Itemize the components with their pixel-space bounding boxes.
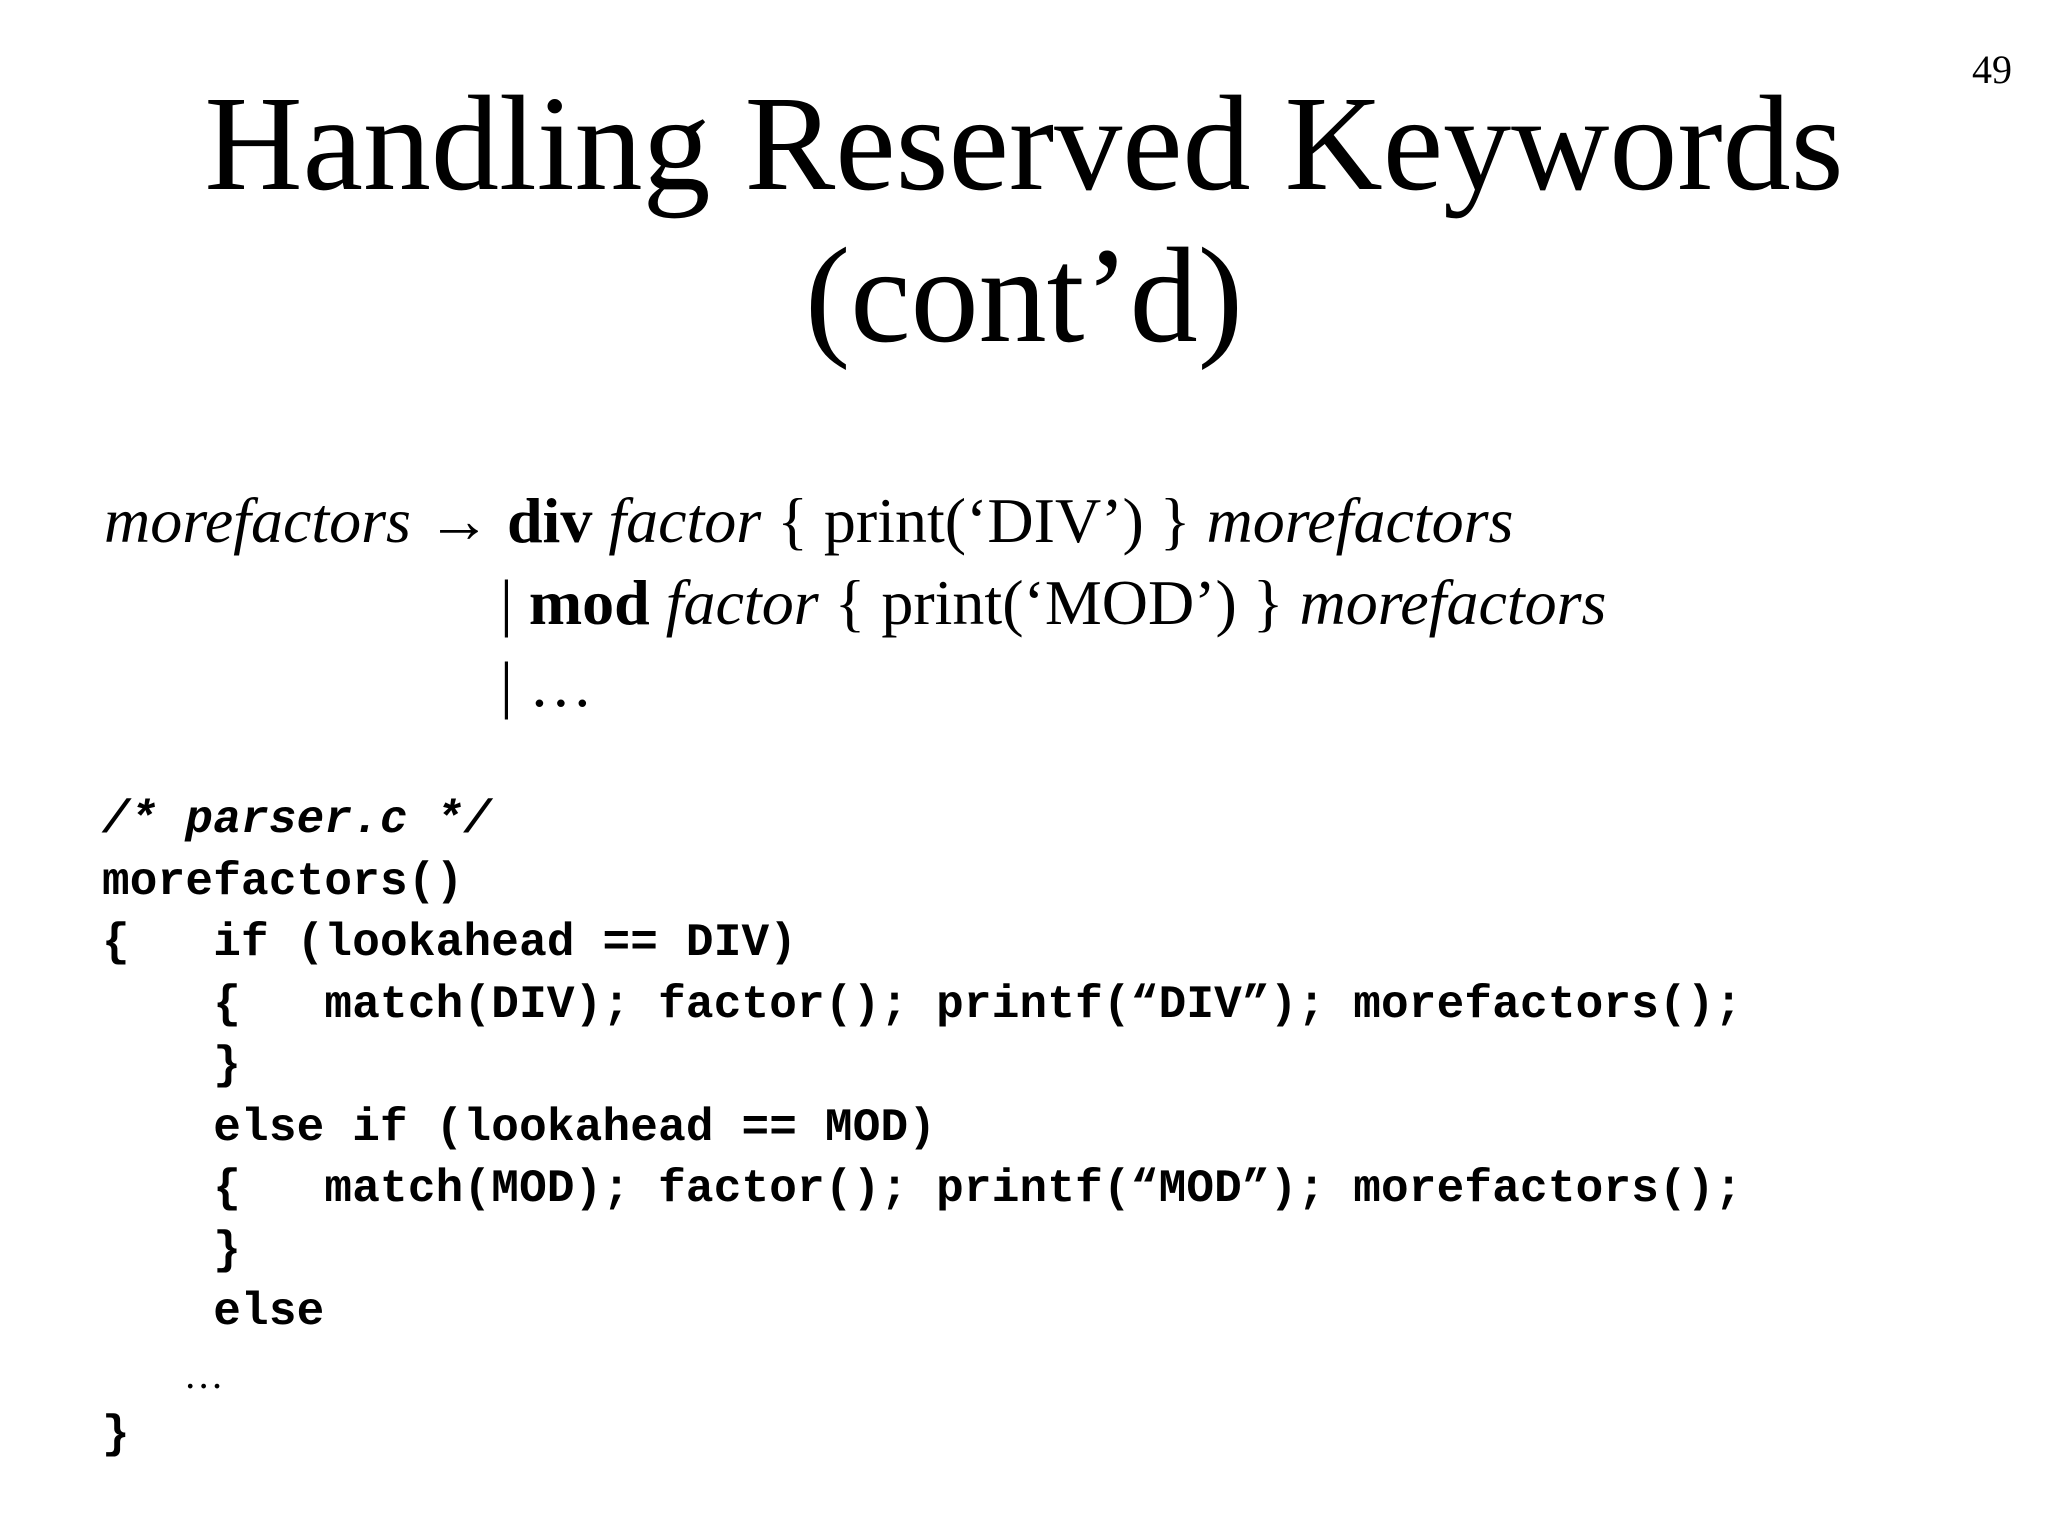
page-number: 49 (1972, 47, 2012, 92)
code-line: else (102, 1286, 325, 1338)
grammar-bar: | (500, 567, 529, 638)
grammar-lhs: morefactors (104, 485, 411, 556)
grammar-production: morefactors → div factor { print(‘DIV’) … (104, 480, 1606, 726)
grammar-tail: morefactors (1206, 485, 1514, 556)
grammar-action: { print(‘MOD’) } (818, 567, 1300, 638)
code-line: else if (lookahead == MOD) (102, 1101, 937, 1154)
code-line: { match(MOD); factor(); printf(“MOD”); m… (102, 1163, 1743, 1215)
slide-title: Handling Reserved Keywords (cont’d) (0, 68, 2048, 372)
grammar-tail: morefactors (1299, 567, 1607, 638)
grammar-arrow: → (410, 485, 507, 556)
slide-title-line-1: Handling Reserved Keywords (204, 69, 1844, 219)
grammar-keyword-div: div (506, 485, 593, 556)
grammar-action: { print(‘DIV’) } (761, 485, 1207, 556)
grammar-nonterminal: factor (649, 567, 819, 638)
code-line: /* parser.c */ (102, 794, 492, 846)
slide-title-line-2: (cont’d) (804, 221, 1243, 371)
code-line: } (102, 1040, 242, 1092)
grammar-line-2: | mod factor { print(‘MOD’) } morefactor… (104, 562, 1606, 644)
grammar-nonterminal: factor (592, 485, 762, 556)
grammar-line-3: | … (500, 649, 593, 720)
code-line: } (102, 1224, 242, 1277)
code-line: } (102, 1409, 130, 1461)
code-line: morefactors() (102, 855, 464, 908)
grammar-keyword-mod: mod (528, 567, 650, 638)
code-line: { if (lookahead == DIV) (102, 917, 798, 969)
code-line: { match(DIV); factor(); printf(“DIV”); m… (102, 978, 1743, 1031)
grammar-line-1: morefactors → div factor { print(‘DIV’) … (104, 480, 1606, 562)
code-block: /* parser.c */ morefactors() { if (looka… (102, 790, 1742, 1467)
code-line: … (102, 1351, 224, 1397)
